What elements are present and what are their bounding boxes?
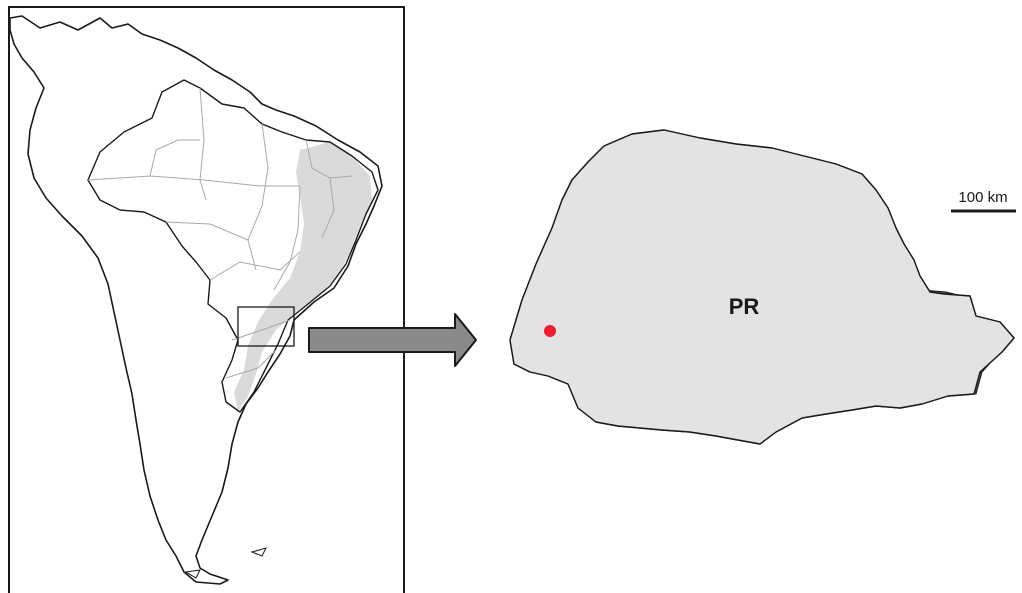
islands xyxy=(184,547,267,579)
parana-map: PR xyxy=(509,129,1015,445)
scale-bar: 100 km xyxy=(951,189,1016,213)
brazil-shaded-region xyxy=(234,142,372,412)
parana-inset-box xyxy=(237,306,295,347)
right-arrow-icon xyxy=(308,313,477,367)
south-america-map xyxy=(8,6,405,593)
south-america-outline xyxy=(10,15,383,585)
location-dot-icon xyxy=(544,325,556,337)
region-label: PR xyxy=(729,294,760,319)
state-borders xyxy=(87,87,353,379)
scale-bar-label: 100 km xyxy=(958,189,1007,206)
brazil-outline xyxy=(87,79,379,413)
